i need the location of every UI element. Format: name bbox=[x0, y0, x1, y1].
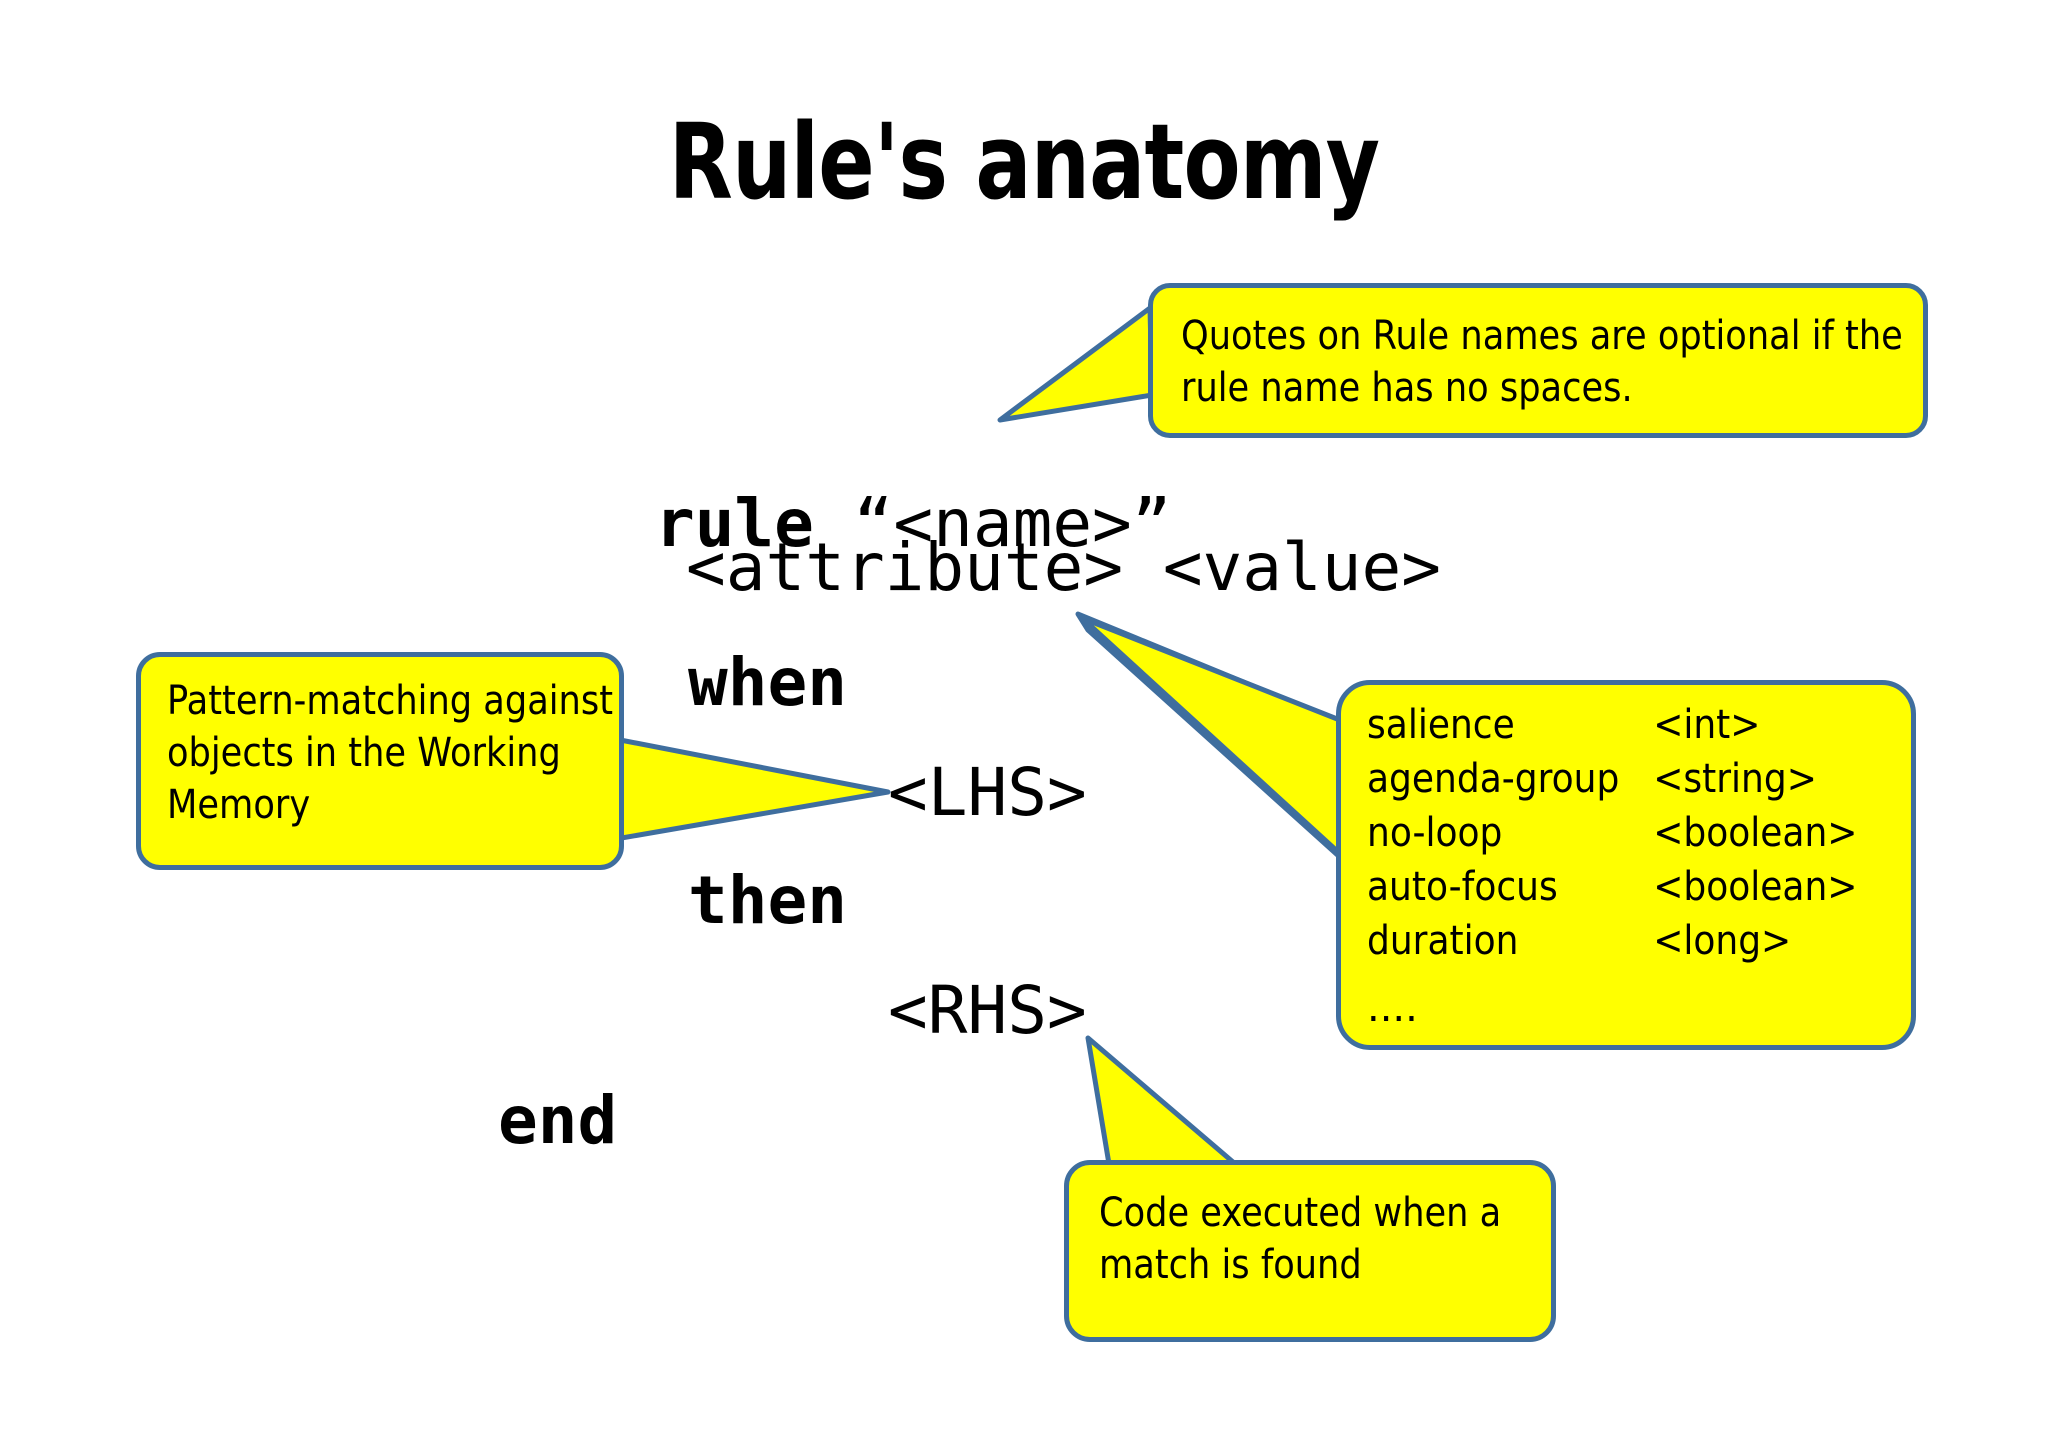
code-keyword-rule: rule bbox=[654, 485, 814, 562]
code-line-attribute: <attribute> <value> bbox=[686, 529, 1441, 606]
attributes-ellipsis: .... bbox=[1367, 985, 1418, 1031]
table-row: salience <int> bbox=[1367, 703, 1943, 757]
attribute-name: duration bbox=[1367, 918, 1519, 964]
code-rule-name: “<name>” bbox=[813, 485, 1172, 562]
table-row: no-loop <boolean> bbox=[1367, 811, 1943, 865]
callout-box-attributes: salience <int> agenda-group <string> no-… bbox=[1336, 680, 1916, 1050]
attribute-name: no-loop bbox=[1367, 810, 1503, 856]
callout-pattern-text: Pattern-matching against objects in the … bbox=[167, 678, 614, 828]
table-row: agenda-group <string> bbox=[1367, 757, 1943, 811]
callout-code-text: Code executed when a match is found bbox=[1099, 1190, 1502, 1288]
page-title: Rule's anatomy bbox=[668, 101, 1380, 223]
attribute-type: <long> bbox=[1653, 918, 1792, 964]
attribute-name: salience bbox=[1367, 702, 1515, 748]
code-line-rule: rule “<name>” bbox=[496, 425, 1172, 623]
code-keyword-end: end bbox=[498, 1082, 618, 1159]
attribute-type: <int> bbox=[1653, 702, 1761, 748]
code-line-rhs: <RHS> bbox=[888, 972, 1087, 1049]
attribute-type: <string> bbox=[1653, 756, 1817, 802]
callout-box-pattern: Pattern-matching against objects in the … bbox=[136, 652, 624, 870]
attribute-name: auto-focus bbox=[1367, 864, 1558, 910]
attribute-type: <boolean> bbox=[1653, 864, 1858, 910]
attributes-table: salience <int> agenda-group <string> no-… bbox=[1367, 703, 1943, 973]
attribute-type: <boolean> bbox=[1653, 810, 1858, 856]
code-line-lhs: <LHS> bbox=[888, 754, 1087, 831]
callout-quotes-text: Quotes on Rule names are optional if the… bbox=[1181, 313, 1903, 411]
callout-box-code: Code executed when a match is found bbox=[1064, 1160, 1556, 1342]
table-row: auto-focus <boolean> bbox=[1367, 865, 1943, 919]
code-keyword-then: then bbox=[688, 862, 847, 939]
attribute-name: agenda-group bbox=[1367, 756, 1620, 802]
table-row: duration <long> bbox=[1367, 919, 1943, 973]
code-keyword-when: when bbox=[688, 644, 847, 721]
callout-box-quotes: Quotes on Rule names are optional if the… bbox=[1148, 283, 1928, 438]
